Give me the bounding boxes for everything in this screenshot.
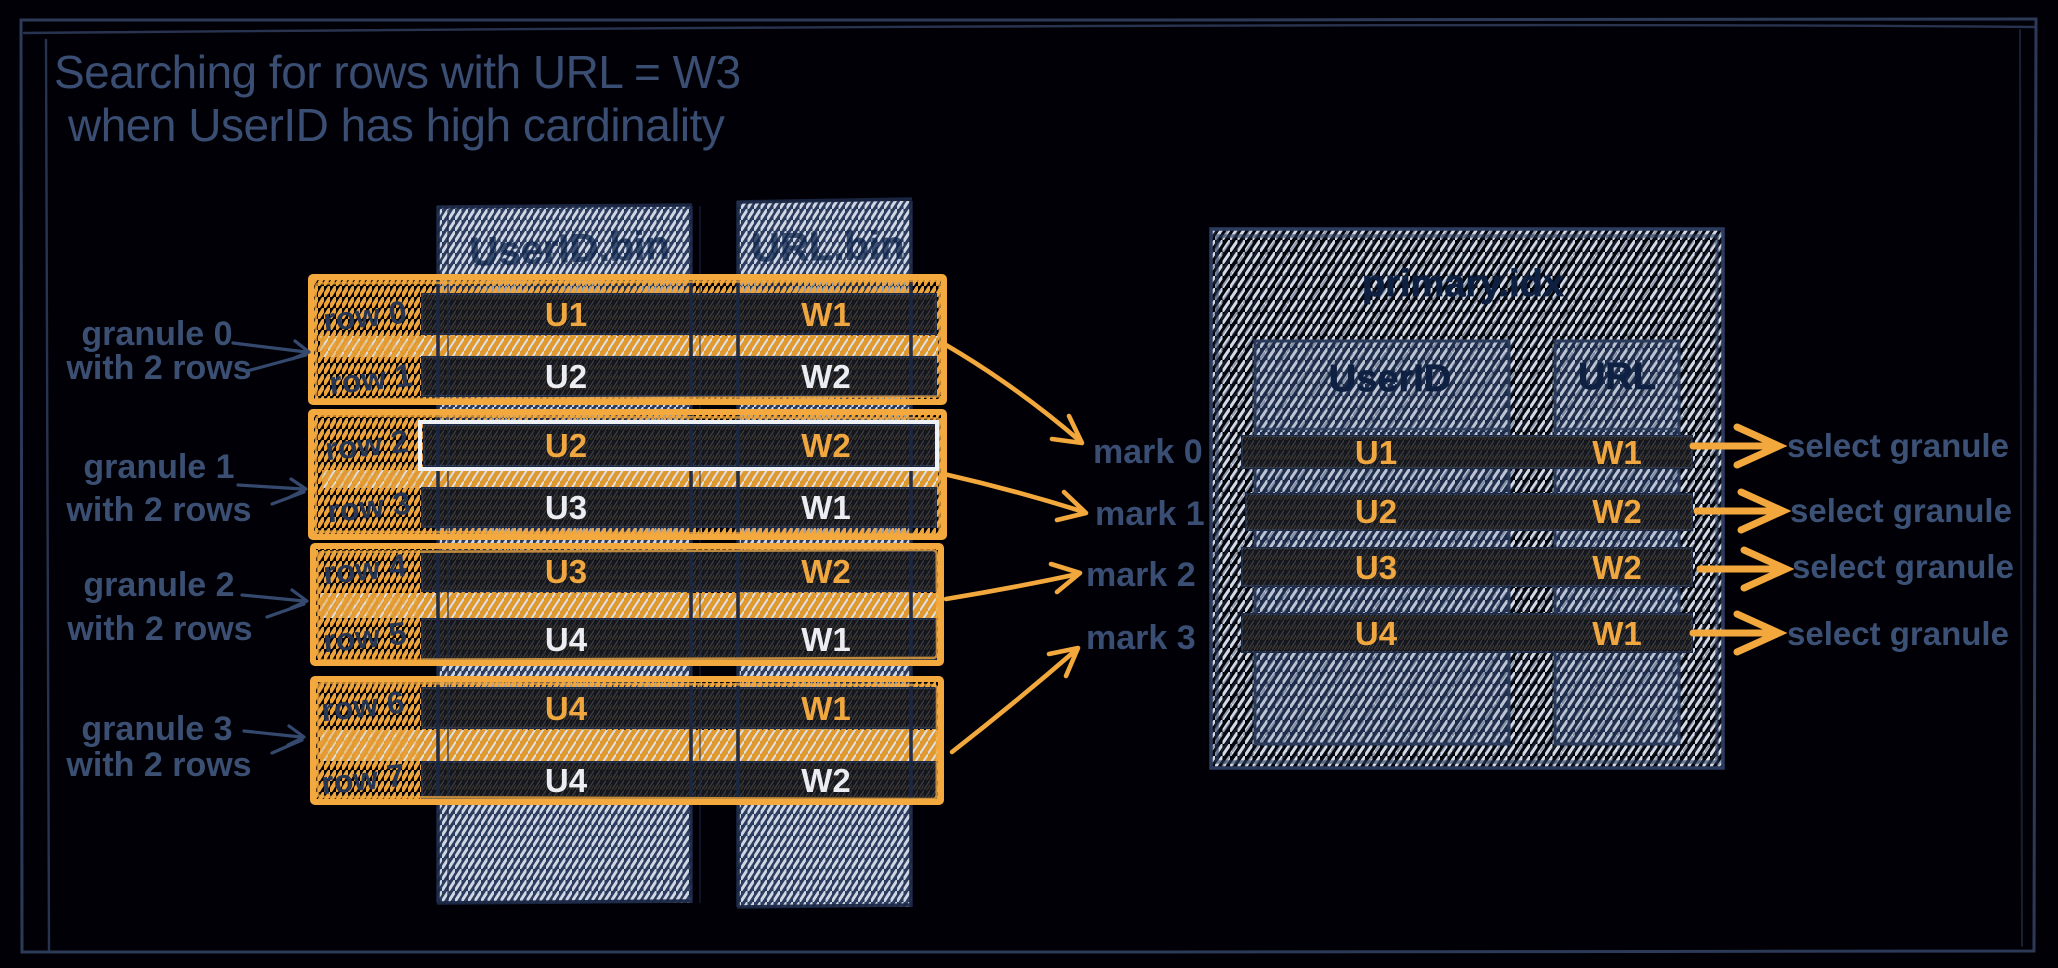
svg-text:W1: W1: [801, 690, 851, 727]
svg-text:granule 1: granule 1: [83, 448, 234, 486]
svg-text:W1: W1: [1592, 615, 1642, 652]
svg-text:W2: W2: [801, 358, 851, 395]
svg-text:row 1: row 1: [327, 357, 414, 402]
svg-text:W2: W2: [801, 427, 851, 464]
svg-text:granule 3: granule 3: [81, 710, 232, 748]
svg-text:W2: W2: [1592, 549, 1642, 586]
svg-text:U3: U3: [1355, 549, 1397, 586]
svg-text:select granule: select granule: [1787, 427, 2009, 464]
svg-text:with 2 rows: with 2 rows: [66, 610, 252, 648]
svg-text:row 6: row 6: [319, 684, 406, 729]
svg-text:W2: W2: [801, 762, 851, 799]
svg-text:U4: U4: [545, 621, 588, 658]
svg-text:mark 2: mark 2: [1086, 556, 1196, 594]
svg-text:row 4: row 4: [321, 547, 408, 592]
svg-text:row 2: row 2: [323, 423, 410, 468]
svg-text:U4: U4: [545, 690, 588, 727]
svg-text:with 2 rows: with 2 rows: [65, 746, 251, 784]
svg-text:mark 1: mark 1: [1095, 495, 1205, 533]
svg-text:granule 2: granule 2: [83, 566, 234, 604]
svg-text:U2: U2: [545, 427, 587, 464]
svg-text:row 0: row 0: [321, 294, 408, 339]
svg-text:select granule: select granule: [1787, 615, 2009, 652]
svg-text:granule 0: granule 0: [81, 315, 232, 353]
svg-text:U3: U3: [545, 553, 587, 590]
svg-text:U4: U4: [545, 762, 588, 799]
svg-text:mark 3: mark 3: [1086, 619, 1196, 657]
svg-text:Searching for rows with URL =: Searching for rows with URL = W3: [54, 46, 741, 98]
svg-text:W1: W1: [801, 296, 851, 333]
svg-text:W1: W1: [801, 621, 851, 658]
svg-text:row 3: row 3: [325, 485, 412, 530]
svg-text:U2: U2: [1355, 493, 1397, 530]
svg-text:when UserID has high cardinali: when UserID has high cardinality: [67, 99, 725, 151]
svg-text:row 7: row 7: [319, 757, 406, 802]
svg-text:URL: URL: [1578, 356, 1656, 398]
svg-text:select granule: select granule: [1790, 492, 2012, 529]
svg-text:with 2 rows: with 2 rows: [65, 349, 251, 387]
svg-text:select granule: select granule: [1792, 548, 2014, 585]
svg-text:mark 0: mark 0: [1093, 433, 1203, 471]
svg-text:with 2 rows: with 2 rows: [65, 491, 251, 529]
svg-text:U3: U3: [545, 489, 587, 526]
svg-text:U1: U1: [545, 296, 587, 333]
svg-text:W1: W1: [1592, 434, 1642, 471]
svg-text:W1: W1: [801, 489, 851, 526]
svg-text:W2: W2: [1592, 493, 1642, 530]
svg-text:U2: U2: [545, 358, 587, 395]
svg-text:U1: U1: [1355, 434, 1397, 471]
svg-text:W2: W2: [801, 553, 851, 590]
svg-text:row 5: row 5: [321, 615, 408, 660]
svg-text:UserID: UserID: [1329, 358, 1452, 400]
svg-text:U4: U4: [1355, 615, 1398, 652]
svg-text:primary.idx: primary.idx: [1362, 263, 1564, 305]
